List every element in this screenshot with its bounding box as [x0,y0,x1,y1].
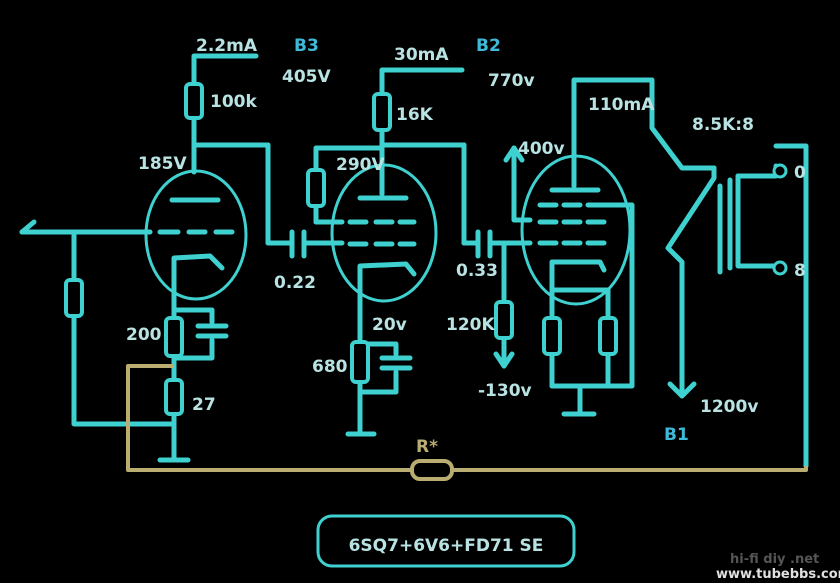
stage3-screen-wire [511,145,533,223]
labels: 2.2mA B3 405V 30mA B2 770v 100k 16K 185V… [126,36,806,556]
label-27: 27 [192,395,216,415]
label-b1-name: B1 [664,425,689,445]
label-b3-current: 2.2mA [196,36,258,56]
label-400v: 400v [518,139,565,159]
label-680: 680 [312,357,348,377]
screen-arrow [503,145,525,163]
tube-6sq7 [144,169,248,301]
label-16k: 16K [396,105,434,125]
label-neg130v: -130v [478,381,532,401]
resistor-120k [494,300,514,340]
resistor-screen [306,168,326,208]
title-frame [316,514,576,568]
label-ratio: 8.5K:8 [692,115,754,135]
label-b3-name: B3 [294,36,319,56]
transformer-primary-top [649,95,717,171]
feedback-resistor [410,459,454,481]
tubes [144,154,632,306]
resistor-680 [350,340,370,384]
output-terminals [772,163,788,276]
resistors [64,82,618,416]
stage3-cathode [549,259,611,293]
b3-supply-wire [191,53,259,91]
label-b2-voltage: 770v [488,71,535,91]
label-title: 6SQ7+6V6+FD71 SE [349,536,544,556]
label-120k: 120K [446,315,495,335]
resistor-16k [372,92,392,132]
watermark-hifidiy: hi-fi diy .net [730,552,819,567]
label-b2-name: B2 [476,36,501,56]
output-plate-top [571,77,655,101]
label-20v: 20v [372,315,407,335]
bias-arrow [493,351,515,369]
label-r-star: R* [416,437,438,457]
stage2-cathode [357,261,417,341]
stage2-bypass-bottom [357,369,399,395]
feedback-wire-right [452,466,808,472]
secondary-bottom [735,173,779,269]
watermark-tubebbs: www.tubebbs.com [716,567,840,582]
transformer-primary-bottom [665,165,717,399]
label-100k: 100k [210,92,257,112]
label-cap-022: 0.22 [274,273,316,293]
stage1-bypass-top [171,307,215,325]
watermarks: hi-fi diy .net www.tubebbs.com [716,552,840,582]
feedback-wire-left [126,364,412,472]
stage1-bypass-bottom [171,337,215,361]
stage1-cathode [171,253,225,309]
b2-supply-wire [379,67,465,91]
label-b3-voltage: 405V [282,67,331,87]
resistor-100k [184,82,204,120]
terminal-0 [772,163,788,179]
resistor-27 [164,378,184,416]
input-arrow [19,219,37,235]
tube-fd71 [520,154,632,306]
resistor-cathode-right [598,316,618,356]
label-b2-current: 30mA [394,45,449,65]
label-tap-0: 0 [794,163,806,183]
resistor-cathode-left [542,316,562,356]
terminal-8 [772,260,788,276]
feedback-loop [126,364,808,481]
stage2-bypass-top [357,341,399,357]
label-290v: 290V [336,155,385,175]
resistor-input [64,278,84,318]
label-185v: 185V [138,154,187,174]
tube-6v6 [330,163,438,303]
label-cap-033: 0.33 [456,261,498,281]
label-tap-8: 8 [794,261,806,281]
label-1200v: 1200v [700,397,758,417]
label-110ma: 110mA [588,95,655,115]
resistor-200 [164,316,184,358]
b1-arrow [667,381,697,399]
secondary-return [773,143,809,469]
label-200: 200 [126,325,162,345]
